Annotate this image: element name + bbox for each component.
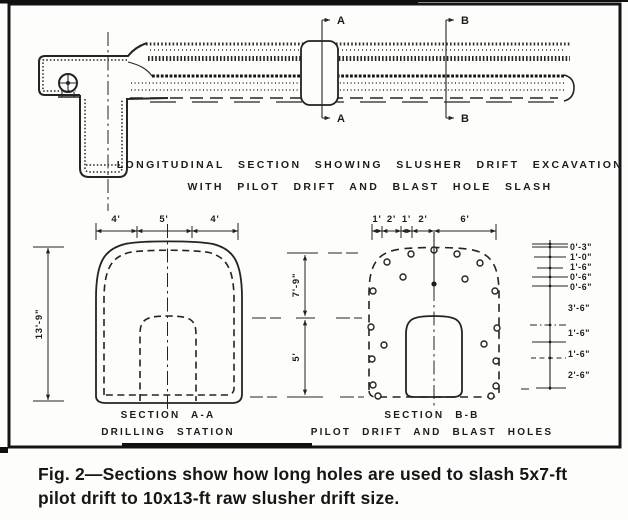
raise-inner-liner [84,99,123,173]
roof-transition [127,61,153,77]
aa-dim-5-center: 5' [159,214,168,225]
hole-spacing-scale: 0'-3" 1'-0" 1'-6" 0'-6" 0'-6" 3'-6" 1'-6… [521,240,592,390]
aa-dim-4-left: 4' [111,214,120,225]
scan-artifact-top-right [418,0,628,2]
caption-line2: pilot drift to 10x13-ft raw slusher drif… [38,488,400,508]
aa-height-dimension: 13'-9" [33,246,64,402]
longitudinal-section: A A B B LONGITUDINAL SECTION SHOWING SLU… [38,15,624,211]
spacing-0-6a: 0'-6" [570,272,592,282]
section-line-a: A A [321,15,345,125]
section-marker-b-top: B [461,15,469,27]
bb-title: SECTION B-B [384,410,479,421]
scale-node-dots [548,242,552,390]
spacing-1-6c: 1'-6" [568,349,590,359]
border-frame [0,0,628,453]
section-aa: 4' 5' 4' 13'-9" SECTION A-A DRILLING STA… [33,214,243,438]
section-marker-b-bottom: B [461,113,469,125]
spacing-0-3: 0'-3" [570,242,592,252]
aa-title: SECTION A-A [121,410,216,421]
aa-inner-dashed-outline [103,249,235,396]
bb-subtitle: PILOT DRIFT AND BLAST HOLES [311,427,553,438]
scan-artifact-corner [0,447,8,453]
bb-outer-dashed-outline [368,246,500,398]
spacing-1-6a: 1'-6" [570,262,592,272]
mid-dim-upper: 7'-9" [291,273,302,298]
bb-top-dimension: 1' 2' 1' 2' 6' [371,214,497,240]
blast-hole-stipple-rows [130,42,570,103]
mid-dimensions: 7'-9" 5' [250,252,364,398]
scan-artifact-top [0,0,418,4]
aa-dim-height: 13'-9" [34,309,45,340]
section-line-b: B B [445,15,469,125]
spacing-1-0: 1'-0" [570,252,592,262]
spacing-1-6b: 1'-6" [568,328,590,338]
aa-subtitle: DRILLING STATION [101,427,235,438]
bb-dim-2b: 2' [418,214,427,225]
longitudinal-title-line1: LONGITUDINAL SECTION SHOWING SLUSHER DRI… [117,159,624,171]
scan-artifact-bottom [122,443,312,448]
bb-dim-2a: 2' [387,214,396,225]
caption-line1: Fig. 2—Sections show how long holes are … [38,464,568,484]
slusher-chamber [38,42,169,178]
section-marker-a-top: A [337,15,345,27]
spacing-2-6: 2'-6" [568,370,590,380]
spacing-0-6b: 0'-6" [570,282,592,292]
chamber-inner-liner [42,59,127,92]
section-bb: 1' 2' 1' 2' 6' [311,214,553,438]
aa-top-dimension: 4' 5' 4' [95,214,239,240]
blast-holes [367,246,501,400]
bb-dim-6: 6' [460,214,469,225]
aa-dim-4-right: 4' [210,214,219,225]
mid-dim-lower: 5' [291,352,302,361]
section-marker-a-bottom: A [337,113,345,125]
bb-dim-1a: 1' [372,214,381,225]
longitudinal-title-line2: WITH PILOT DRIFT AND BLAST HOLE SLASH [187,181,552,193]
drilling-station-bump [300,40,339,106]
center-blast-hole-loaded [431,281,437,287]
drift-end-cap [563,74,575,102]
aa-outer-outline [95,240,243,404]
spacing-3-6: 3'-6" [568,303,590,313]
sheave-wheel-icon [58,73,79,98]
figure-caption: Fig. 2—Sections show how long holes are … [38,462,603,510]
bb-pilot-drift-solid [405,315,463,398]
bb-dim-1b: 1' [402,214,411,225]
